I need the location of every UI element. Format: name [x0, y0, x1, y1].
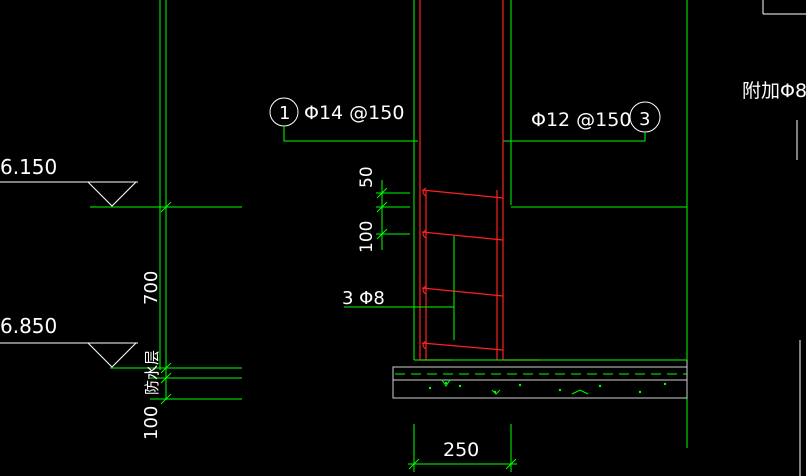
waterproof-layer-label: 防水层 [143, 350, 161, 395]
dim-tick [505, 458, 517, 470]
dim-50-label: 50 [357, 166, 377, 188]
dim-tick [376, 187, 388, 199]
elevation-triangle-lower [87, 342, 137, 368]
dim-tick [376, 201, 388, 213]
elevation-label-upper: 6.150 [0, 155, 57, 179]
dim-tick [160, 362, 172, 374]
rebar-right-label: Φ12 @150 [531, 109, 631, 131]
stirrup-4 [421, 342, 504, 351]
stirrup-hook [422, 285, 427, 295]
elevation-label-lower: 6.850 [0, 314, 57, 338]
additional-rebar-label: 附加Φ8 @ [742, 80, 806, 102]
elevation-triangle-upper [87, 181, 137, 207]
rebar-marker-1-number: 1 [279, 103, 290, 124]
dim-tick [160, 201, 172, 213]
dim-250-label: 250 [443, 439, 479, 461]
stirrup-label: 3 Φ8 [342, 288, 385, 309]
slab-outline [392, 366, 688, 399]
rebar-right-leader [503, 132, 646, 142]
dim-tick [408, 458, 420, 470]
stirrup-3 [421, 287, 504, 297]
stirrup-hook [422, 229, 427, 239]
dim-100-lower-label: 100 [141, 406, 162, 440]
dim-700-label: 700 [141, 271, 162, 305]
concrete-hatch [428, 379, 667, 395]
stirrup-1 [421, 189, 504, 199]
rebar-marker-3-number: 3 [639, 109, 650, 130]
dim-tick [160, 393, 172, 405]
dim-tick [376, 228, 388, 240]
dim-100-upper-label: 100 [357, 221, 377, 253]
stirrup-2 [421, 231, 504, 241]
rebar-left-label: Φ14 @150 [304, 102, 404, 124]
dim-tick [160, 372, 172, 384]
rebar-left-leader [283, 126, 418, 142]
stirrup-hook [422, 340, 427, 350]
stirrup-hook [422, 187, 427, 197]
